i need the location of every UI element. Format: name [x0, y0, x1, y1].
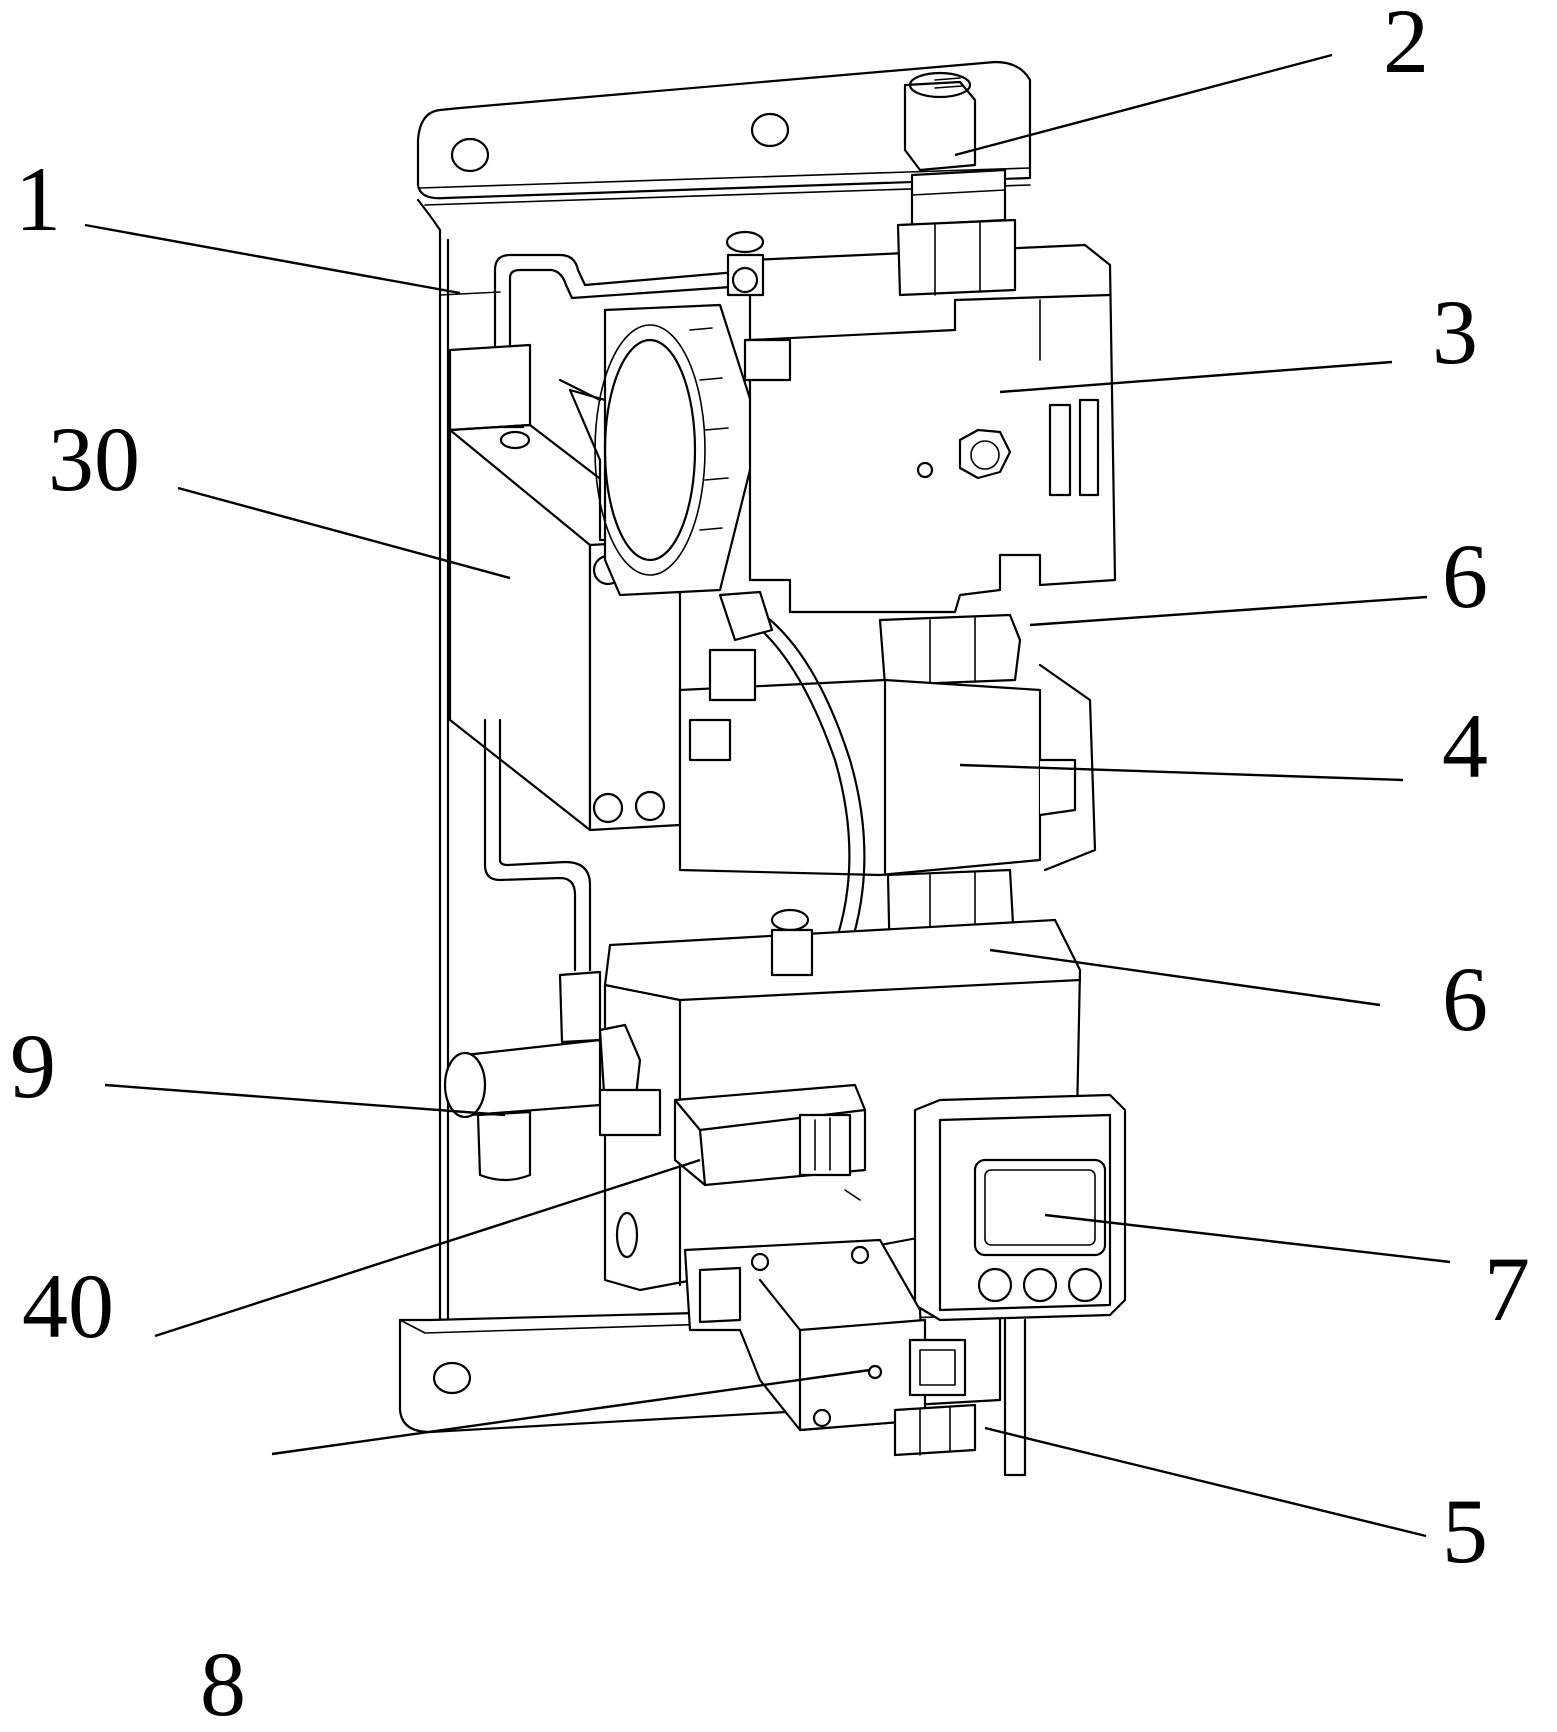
gauge-display: [975, 1160, 1105, 1255]
label-40: 40: [22, 1255, 114, 1357]
label-7: 7: [1484, 1238, 1530, 1340]
label-8: 8: [200, 1633, 246, 1732]
sight-glass-ring: [595, 305, 760, 595]
label-4: 4: [1442, 695, 1488, 797]
label-5: 5: [1442, 1480, 1488, 1582]
label-1: 1: [15, 148, 61, 250]
leader-line-5: [985, 1428, 1426, 1536]
label-30: 30: [48, 408, 140, 510]
label-9: 9: [10, 1015, 56, 1117]
label-6b: 6: [1442, 948, 1488, 1050]
label-3: 3: [1432, 281, 1478, 383]
fitting-6-upper: [880, 615, 1020, 685]
small-valve-top: [727, 232, 763, 295]
component-3-block: [745, 245, 1115, 612]
small-fitting: [690, 720, 730, 760]
leader-line-6a: [1030, 597, 1427, 625]
leader-line-1: [85, 225, 460, 293]
label-2: 2: [1383, 0, 1429, 92]
label-6a: 6: [1442, 525, 1488, 627]
